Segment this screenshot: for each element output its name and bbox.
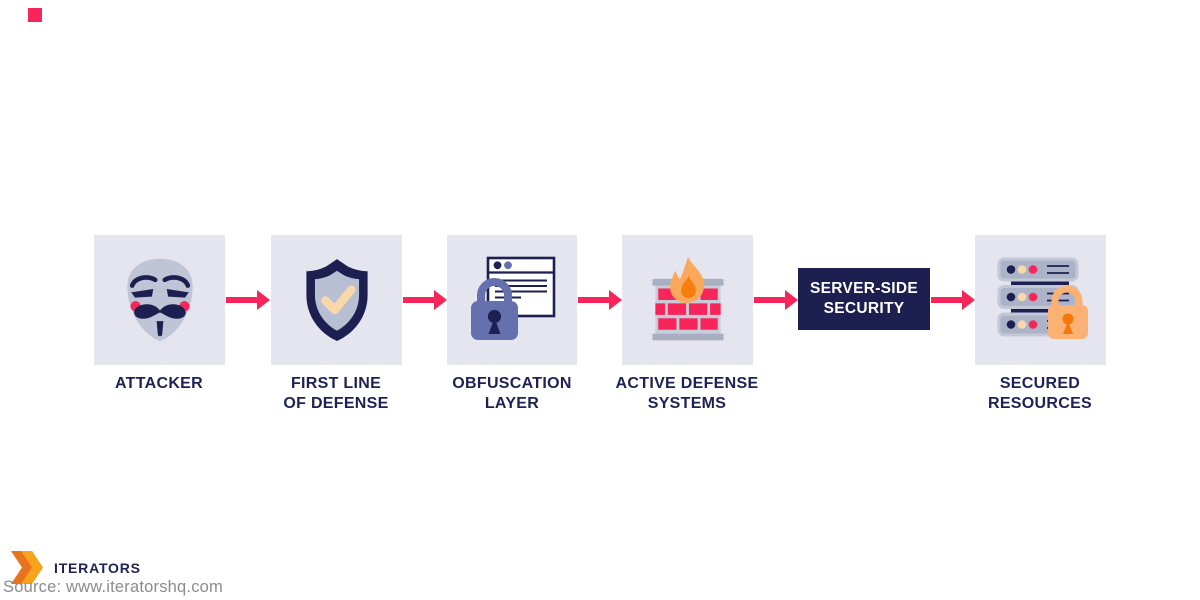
arrowhead-icon bbox=[609, 290, 622, 310]
active-defense-systems-box bbox=[622, 235, 753, 365]
arrowhead-icon bbox=[434, 290, 447, 310]
pink-marker bbox=[28, 8, 42, 22]
shield-check-icon bbox=[305, 258, 368, 341]
arrowhead-icon bbox=[962, 290, 975, 310]
brand-name: ITERATORS bbox=[54, 559, 141, 576]
obfuscation-layer-label: OBFUSCATION LAYER bbox=[452, 375, 572, 412]
flow-arrow-1 bbox=[226, 290, 270, 310]
server-side-security-line2: SECURITY bbox=[823, 300, 905, 317]
server-side-security-line1: SERVER-SIDE bbox=[809, 280, 919, 297]
flow-arrow-3 bbox=[578, 290, 622, 310]
first-line-of-defense-box bbox=[271, 235, 402, 365]
attacker-box bbox=[94, 235, 225, 365]
brand-logo: ITERATORS bbox=[11, 551, 141, 584]
iterators-logo-icon bbox=[11, 551, 43, 584]
server-side-security-box: SERVER-SIDE SECURITY bbox=[798, 268, 930, 330]
flow-arrow-4 bbox=[754, 290, 798, 310]
secured-resources-label: SECURED RESOURCES bbox=[987, 375, 1093, 412]
flow-arrow-2 bbox=[403, 290, 447, 310]
browser-padlock-icon bbox=[471, 256, 556, 340]
arrowhead-icon bbox=[257, 290, 270, 310]
flow-arrow-5 bbox=[931, 290, 975, 310]
first-line-of-defense-label: FIRST LINE OF DEFENSE bbox=[283, 375, 389, 412]
arrowhead-icon bbox=[785, 290, 798, 310]
server-rack-padlock-icon bbox=[997, 257, 1088, 339]
secured-resources-box bbox=[975, 235, 1106, 365]
anonymous-mask-icon bbox=[126, 258, 193, 342]
firewall-flame-icon bbox=[651, 256, 724, 341]
active-defense-systems-label: ACTIVE DEFENSE SYSTEMS bbox=[615, 375, 759, 412]
source-attribution: Source: www.iteratorshq.com bbox=[3, 578, 223, 596]
obfuscation-layer-box bbox=[447, 235, 577, 365]
attacker-label: ATTACKER bbox=[114, 375, 204, 392]
